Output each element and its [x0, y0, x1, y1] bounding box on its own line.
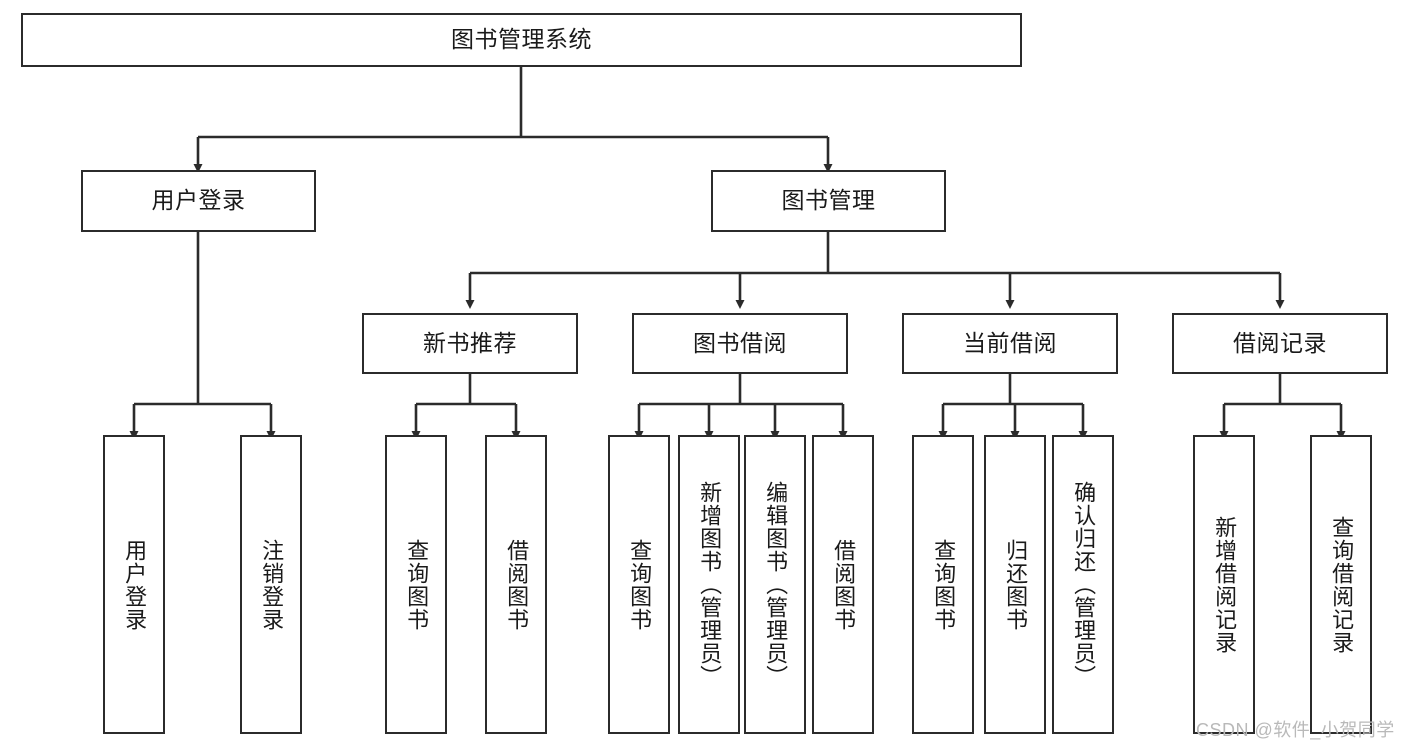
- node-leaf-query-borrow-record[interactable]: 查询借阅记录: [1310, 435, 1372, 734]
- node-borrow-record-label: 借阅记录: [1233, 329, 1327, 356]
- node-leaf-confirm-return-admin-label: 确认归还（管理员）: [1071, 481, 1097, 688]
- node-book-borrow[interactable]: 图书借阅: [632, 313, 848, 374]
- node-leaf-edit-book-admin[interactable]: 编辑图书（管理员）: [744, 435, 806, 734]
- node-leaf-borrow-books-borrow[interactable]: 借阅图书: [812, 435, 874, 734]
- node-root-system[interactable]: 图书管理系统: [21, 13, 1022, 67]
- node-current-borrow[interactable]: 当前借阅: [902, 313, 1118, 374]
- node-leaf-add-borrow-record[interactable]: 新增借阅记录: [1193, 435, 1255, 734]
- node-leaf-query-books-borrow[interactable]: 查询图书: [608, 435, 670, 734]
- node-leaf-user-login-label: 用户登录: [122, 538, 148, 631]
- node-leaf-user-login[interactable]: 用户登录: [103, 435, 165, 734]
- node-leaf-borrow-books-recommend-label: 借阅图书: [504, 538, 530, 631]
- node-leaf-query-books-recommend-label: 查询图书: [404, 538, 430, 631]
- node-leaf-query-books-borrow-label: 查询图书: [627, 538, 653, 631]
- node-leaf-return-books[interactable]: 归还图书: [984, 435, 1046, 734]
- node-user-login-label: 用户登录: [151, 187, 246, 214]
- node-leaf-return-books-label: 归还图书: [1003, 538, 1029, 631]
- node-book-borrow-label: 图书借阅: [693, 329, 787, 356]
- node-leaf-add-borrow-record-label: 新增借阅记录: [1212, 515, 1238, 654]
- node-leaf-borrow-books-recommend[interactable]: 借阅图书: [485, 435, 547, 734]
- node-leaf-add-book-admin-label: 新增图书（管理员）: [697, 481, 723, 688]
- node-borrow-record[interactable]: 借阅记录: [1172, 313, 1388, 374]
- node-user-login[interactable]: 用户登录: [81, 170, 316, 232]
- node-new-book-recommend[interactable]: 新书推荐: [362, 313, 578, 374]
- node-root-system-label: 图书管理系统: [451, 26, 592, 53]
- node-leaf-confirm-return-admin[interactable]: 确认归还（管理员）: [1052, 435, 1114, 734]
- node-leaf-edit-book-admin-label: 编辑图书（管理员）: [763, 481, 789, 688]
- node-leaf-add-book-admin[interactable]: 新增图书（管理员）: [678, 435, 740, 734]
- node-leaf-borrow-books-borrow-label: 借阅图书: [831, 538, 857, 631]
- node-current-borrow-label: 当前借阅: [963, 329, 1057, 356]
- node-leaf-query-borrow-record-label: 查询借阅记录: [1329, 515, 1355, 654]
- node-book-management-label: 图书管理: [781, 187, 876, 214]
- csdn-watermark: CSDN @软件_小贺同学: [1196, 720, 1395, 740]
- node-leaf-query-books-current-label: 查询图书: [931, 538, 957, 631]
- node-leaf-query-books-recommend[interactable]: 查询图书: [385, 435, 447, 734]
- node-leaf-logout-login-label: 注销登录: [259, 538, 285, 631]
- node-leaf-logout-login[interactable]: 注销登录: [240, 435, 302, 734]
- node-new-book-recommend-label: 新书推荐: [423, 329, 517, 356]
- node-book-management[interactable]: 图书管理: [711, 170, 946, 232]
- node-leaf-query-books-current[interactable]: 查询图书: [912, 435, 974, 734]
